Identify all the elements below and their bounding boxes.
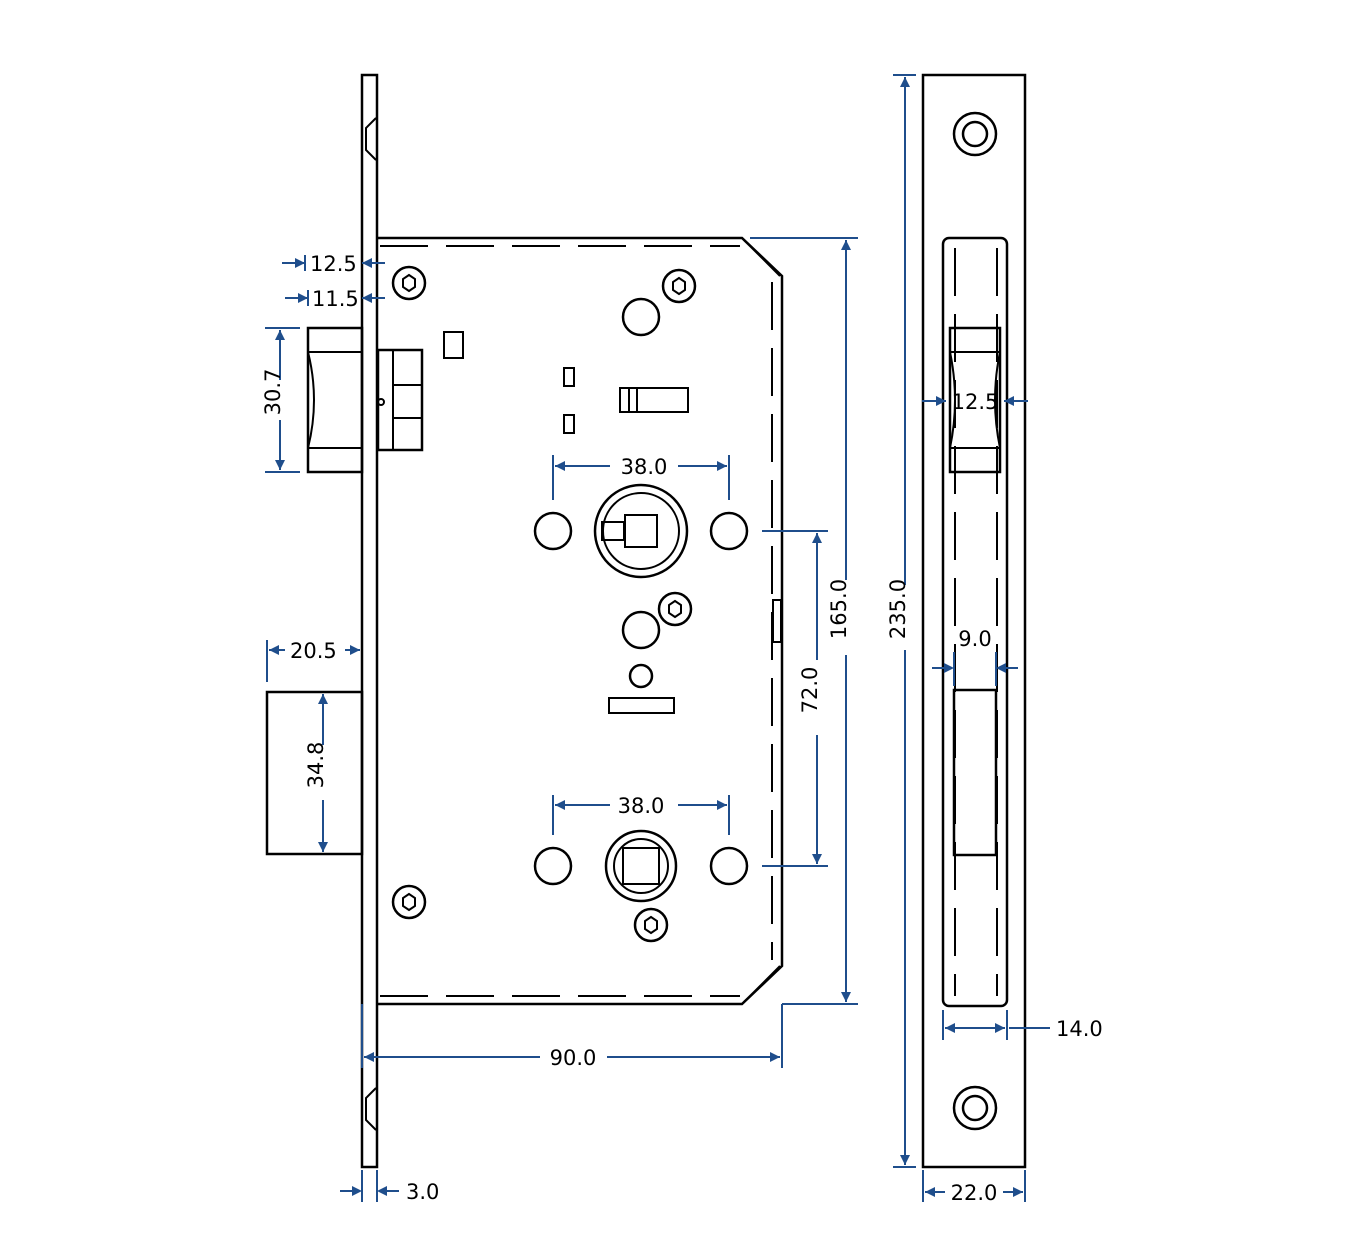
dim-bolt-slot-width: 9.0	[958, 627, 991, 651]
dimension-lines	[265, 74, 1050, 1202]
dim-faceplate-height: 235.0	[886, 579, 910, 639]
front-faceplate	[921, 73, 1027, 1169]
dim-faceplate-width: 22.0	[951, 1181, 998, 1205]
lock-case	[377, 236, 784, 1006]
dim-hub-holes-upper: 38.0	[621, 455, 668, 479]
dim-deadbolt-height: 34.8	[304, 742, 328, 789]
dim-faceplate-thickness: 3.0	[406, 1180, 439, 1204]
dim-case-height: 165.0	[827, 579, 851, 639]
torx-screw-icon	[391, 265, 697, 943]
dim-latch-projection: 12.5	[310, 252, 357, 276]
lock-internals	[443, 297, 689, 714]
latch-bolt	[306, 326, 424, 474]
dim-backset: 90.0	[550, 1046, 597, 1070]
dim-faceplate-latch-width: 12.5	[952, 390, 999, 414]
dim-centre-distance: 72.0	[798, 667, 822, 714]
dim-hub-holes-lower: 38.0	[618, 794, 665, 818]
upper-spindle-hub	[593, 483, 689, 579]
side-faceplate	[360, 73, 379, 1169]
deadbolt	[265, 690, 364, 856]
dim-latch-flat: 11.5	[312, 287, 359, 311]
dim-deadbolt-projection: 20.5	[290, 639, 337, 663]
dim-cutout-width: 14.0	[1056, 1017, 1103, 1041]
square-spindle-icon	[604, 829, 678, 903]
mounting-hole-icon	[533, 511, 749, 886]
dim-latch-height: 30.7	[261, 369, 285, 416]
